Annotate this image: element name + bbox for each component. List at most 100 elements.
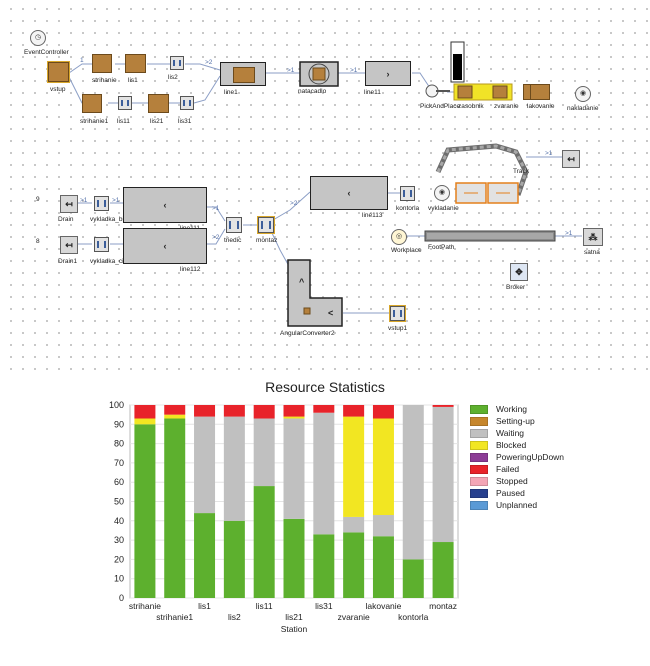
zasobnik-label: zasobnik bbox=[458, 103, 484, 110]
x-tick-label: kontorla bbox=[398, 612, 429, 622]
bar-segment-waiting bbox=[253, 418, 275, 487]
port-label: >1 bbox=[287, 67, 295, 74]
bar-segment-working bbox=[372, 536, 394, 598]
broker-label: Broker bbox=[506, 284, 526, 291]
legend-item: Setting-up bbox=[470, 415, 564, 427]
natacadlo-body bbox=[299, 61, 339, 87]
zasobnik-part-2 bbox=[492, 85, 508, 99]
legend-label: Stopped bbox=[496, 476, 528, 486]
nakladanie-icon[interactable]: ◉ bbox=[575, 86, 591, 102]
zvaranie-label: zvaranie bbox=[494, 103, 519, 110]
event-controller-icon[interactable]: ◷ bbox=[30, 30, 46, 46]
natacadlo-label: natacadlo bbox=[298, 88, 327, 95]
satna-label: satna bbox=[584, 249, 600, 256]
connector bbox=[412, 72, 431, 89]
bar-segment-blocked bbox=[164, 414, 186, 419]
connector bbox=[207, 228, 226, 245]
port-label: >1 bbox=[112, 197, 120, 204]
bar-segment-failed bbox=[343, 405, 365, 417]
legend-swatch bbox=[470, 404, 488, 414]
event-controller-label: EventController bbox=[24, 49, 69, 56]
lis21-label: lis21 bbox=[150, 118, 164, 125]
bar-segment-failed bbox=[194, 405, 216, 417]
connection-layer: ^ < bbox=[68, 41, 582, 327]
legend-label: Blocked bbox=[496, 440, 527, 450]
bar-segment-waiting bbox=[432, 406, 454, 543]
vykladka-biele-station[interactable] bbox=[94, 196, 109, 211]
lis1-station[interactable] bbox=[125, 54, 146, 73]
strihanie1-station[interactable] bbox=[82, 94, 102, 113]
edge-marker-9: 9 bbox=[36, 196, 40, 203]
port-label: >1 bbox=[565, 230, 573, 237]
vykladanie-icon[interactable]: ◉ bbox=[434, 185, 450, 201]
vykladka-cierne-label: vykladka_cierne bbox=[90, 258, 137, 265]
vykladka-biele-label: vykladka_biele bbox=[90, 216, 133, 223]
bar-segment-waiting bbox=[313, 412, 335, 535]
bar-segment-blocked bbox=[134, 418, 156, 425]
line11-label: line11 bbox=[364, 89, 381, 96]
connector bbox=[185, 63, 221, 71]
strihanie-station[interactable] bbox=[92, 54, 112, 73]
montaz-station[interactable] bbox=[257, 216, 275, 234]
x-tick-label: lis31 bbox=[315, 601, 333, 611]
connector bbox=[207, 206, 226, 222]
line1-part bbox=[233, 67, 255, 83]
drain1-label: Drain1 bbox=[58, 258, 78, 265]
x-tick-label: strihanie bbox=[129, 601, 161, 611]
vykladka-cierne-station[interactable] bbox=[94, 237, 109, 252]
drain-sink[interactable]: ↤ bbox=[60, 195, 78, 213]
bar-segment-blocked bbox=[283, 416, 305, 419]
bar-segment-working bbox=[283, 518, 305, 598]
drain1-sink[interactable]: ↤ bbox=[60, 236, 78, 254]
legend-item: Blocked bbox=[470, 439, 564, 451]
legend-item: Waiting bbox=[470, 427, 564, 439]
y-tick-label: 60 bbox=[114, 477, 124, 487]
bar-segment-working bbox=[432, 542, 454, 598]
bar-segment-working bbox=[164, 418, 186, 598]
workplace-icon[interactable]: ◎ bbox=[391, 229, 407, 245]
lis21-station[interactable] bbox=[148, 94, 169, 113]
pick-and-place-label: PickAndPlace bbox=[420, 103, 461, 110]
connector bbox=[272, 191, 311, 221]
legend-swatch bbox=[470, 500, 488, 510]
vstup-source[interactable] bbox=[47, 61, 70, 83]
lis31-station[interactable] bbox=[180, 96, 194, 110]
x-tick-label: lis1 bbox=[198, 601, 211, 611]
connector bbox=[68, 63, 92, 74]
port-label: >2 bbox=[212, 234, 220, 241]
angular-converter-arrow: ^ bbox=[299, 277, 305, 287]
natacadlo-disc bbox=[308, 63, 330, 85]
lis2-label: lis2 bbox=[168, 74, 178, 81]
port-label: >1 bbox=[350, 67, 358, 74]
line11-conveyor[interactable]: › bbox=[365, 61, 411, 86]
lakovanie-station[interactable] bbox=[530, 84, 550, 100]
line113-conveyor[interactable]: ‹ bbox=[310, 176, 388, 210]
line111-conveyor[interactable]: ‹ bbox=[123, 187, 207, 223]
lis2-station[interactable] bbox=[170, 56, 184, 70]
bar-segment-working bbox=[223, 520, 245, 598]
broker-icon[interactable]: ✥ bbox=[510, 263, 528, 281]
triedic-station[interactable] bbox=[226, 217, 242, 233]
model-canvas[interactable]: ^ < ◷ EventController vstup strihanie li… bbox=[0, 0, 650, 370]
chart-title: Resource Statistics bbox=[265, 379, 385, 395]
drain-label: Drain bbox=[58, 216, 74, 223]
kontorla-station[interactable] bbox=[400, 186, 415, 201]
lis31-label: lis31 bbox=[178, 118, 192, 125]
lis11-station[interactable] bbox=[118, 96, 132, 110]
satna-icon[interactable]: ⁂ bbox=[583, 228, 603, 246]
legend-item: Unplanned bbox=[470, 499, 564, 511]
bar-segment-working bbox=[134, 424, 156, 598]
line113-label: line113 bbox=[362, 212, 383, 219]
legend-swatch bbox=[470, 488, 488, 498]
line1-conveyor[interactable] bbox=[220, 62, 266, 86]
legend-label: PoweringUpDown bbox=[496, 452, 565, 462]
port-label: >2 bbox=[290, 200, 298, 207]
legend-label: Setting-up bbox=[496, 416, 535, 426]
x-tick-label: lis11 bbox=[256, 601, 273, 611]
vozíky-icon[interactable]: ↤ bbox=[562, 150, 580, 168]
track-label: Track bbox=[513, 168, 530, 175]
line112-conveyor[interactable]: ‹ bbox=[123, 228, 207, 264]
vstup1-source[interactable] bbox=[389, 305, 406, 322]
